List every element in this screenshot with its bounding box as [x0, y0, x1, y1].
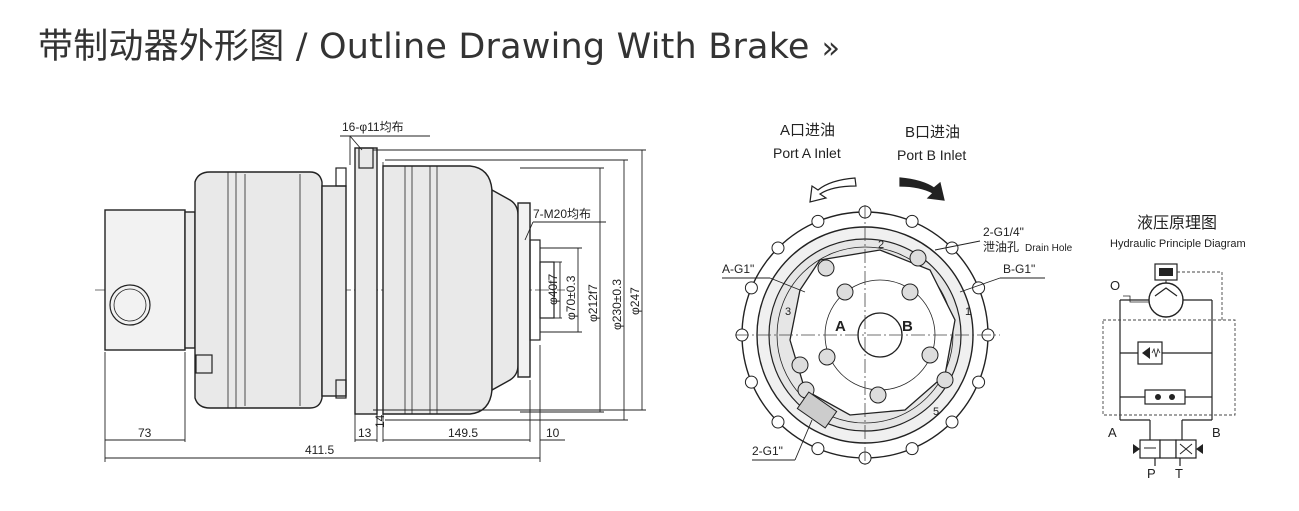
brake-body	[194, 171, 323, 409]
front-cone	[491, 188, 519, 392]
hydraulic-title-en: Hydraulic Principle Diagram	[1110, 238, 1246, 250]
mounting-flange	[354, 147, 378, 415]
dim-13: 13	[358, 426, 372, 440]
num-3: 3	[785, 306, 791, 318]
neck	[321, 185, 347, 397]
rotation-arrow-cw-icon	[899, 177, 945, 201]
drain-spec: 2-G1/4"	[983, 225, 1024, 239]
port-t: T	[1175, 466, 1183, 481]
dim-dia230: φ230±0.3	[610, 279, 624, 330]
mark-a: A	[835, 318, 846, 335]
port-o: O	[1110, 278, 1120, 293]
port-p: P	[1147, 466, 1156, 481]
drain-cn: 泄油孔	[983, 240, 1019, 254]
bolt-note: 16-φ11均布	[342, 120, 404, 134]
hydraulic-title-cn: 液压原理图	[1137, 214, 1217, 232]
hydraulic-diagram: 液压原理图 Hydraulic Principle Diagram O	[1102, 214, 1246, 481]
shaft-end	[539, 261, 555, 319]
dim-10: 10	[546, 426, 560, 440]
num-2: 2	[878, 239, 884, 251]
a-g1-label: A-G1"	[722, 262, 754, 276]
port-a: A	[1108, 425, 1117, 440]
b-g1-label: B-G1"	[1003, 262, 1035, 276]
transition-ring	[184, 211, 196, 349]
dim-dia247: φ247	[628, 287, 642, 315]
thread-note: 7-M20均布	[533, 207, 591, 221]
drain-en: Drain Hole	[1025, 243, 1073, 254]
port-a-en: Port A Inlet	[773, 145, 841, 161]
dim-73: 73	[138, 426, 152, 440]
dir-valve-left	[1139, 439, 1161, 459]
dim-14: 14	[373, 414, 387, 428]
rotation-arrow-ccw-icon	[809, 177, 857, 203]
mark-b: B	[902, 318, 913, 335]
dim-dia70: φ70±0.3	[564, 275, 578, 320]
dim-411: 411.5	[305, 443, 334, 457]
valve-block	[796, 391, 838, 429]
dim-dia212: φ212f7	[586, 284, 600, 322]
two-g1-label: 2-G1"	[752, 444, 783, 458]
dim-dia40: φ40f7	[546, 274, 560, 305]
chevron-right-icon[interactable]: »	[821, 31, 841, 66]
num-1: 1	[965, 306, 971, 318]
left-housing	[104, 209, 186, 351]
bolt-head	[195, 354, 213, 374]
motor-body	[382, 165, 493, 415]
front-view: A口进油 Port A Inlet B口进油 Port B Inlet	[722, 122, 1073, 465]
front-face	[517, 202, 531, 378]
side-view: φ40f7 φ70±0.3 φ212f7 φ230±0.3 φ247 16-φ1…	[95, 120, 646, 462]
page-title: 带制动器外形图 / Outline Drawing With Brake »	[38, 18, 840, 69]
port-b-en: Port B Inlet	[897, 147, 966, 163]
dim-149: 149.5	[448, 426, 478, 440]
port-a-cn: A口进油	[780, 122, 835, 139]
side-port-circle	[109, 284, 151, 326]
dir-valve-mid	[1159, 439, 1177, 459]
port-b-cn: B口进油	[905, 124, 960, 141]
side-port-inner	[113, 288, 147, 322]
plate-bolts	[791, 249, 954, 404]
num-5: 5	[933, 406, 939, 418]
title-text: 带制动器外形图 / Outline Drawing With Brake	[38, 27, 810, 67]
port-b: B	[1212, 425, 1221, 440]
shuttle-valve	[1144, 389, 1186, 405]
